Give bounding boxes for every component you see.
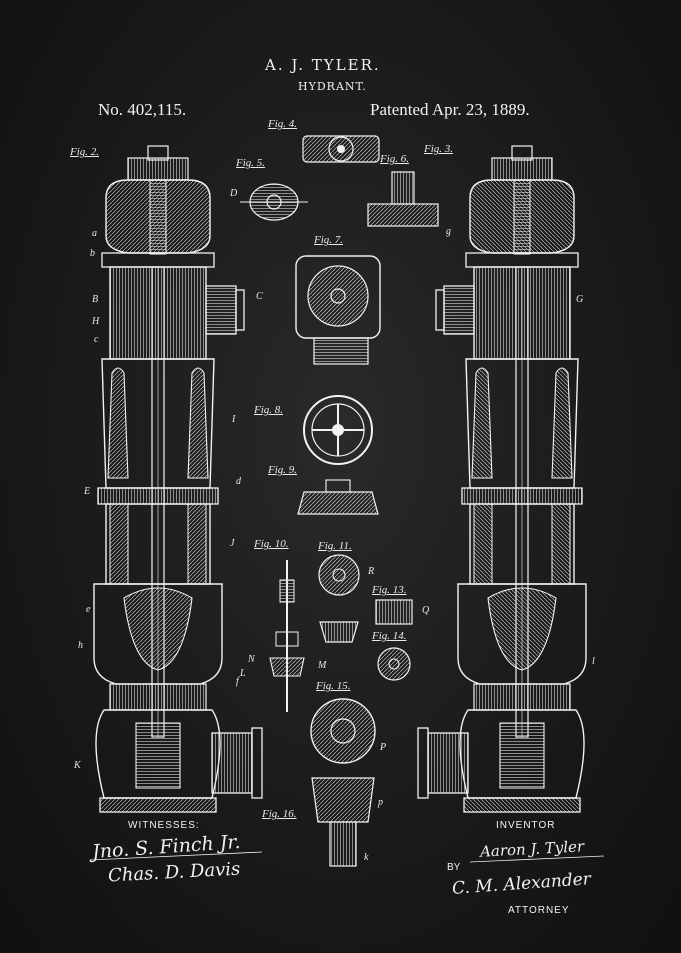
part-label-g: g (446, 226, 451, 237)
fig9-drawing (297, 479, 379, 515)
part-label-d: d (236, 476, 241, 487)
patent-date: Patented Apr. 23, 1889. (370, 100, 530, 119)
fig13-label: Fig. 13. (372, 584, 407, 596)
part-label-C: C (256, 291, 263, 302)
part-label-P: P (380, 742, 387, 753)
part-label-G: G (576, 294, 584, 305)
part-label-l: l (592, 656, 595, 667)
part-label-f: f (236, 676, 239, 687)
part-label-E: E (84, 486, 91, 497)
fig14-drawing (377, 647, 411, 681)
part-label-b: b (90, 248, 95, 259)
inventor-name: A. J. TYLER. (265, 56, 381, 74)
by-label: BY (447, 862, 461, 873)
part-label-k: k (364, 852, 369, 863)
fig7-label: Fig. 7. (314, 234, 344, 246)
fig3-label: Fig. 3. (424, 143, 454, 155)
fig5-drawing (240, 183, 308, 221)
fig4-cap-drawing (302, 135, 380, 163)
fig14-label: Fig. 14. (372, 630, 407, 642)
fig16-drawing (311, 777, 375, 867)
fig6-label: Fig. 6. (380, 153, 410, 165)
fig11-label: Fig. 11. (318, 540, 352, 552)
part-label-p: p (378, 797, 383, 808)
fig6-drawing (367, 171, 439, 227)
fig10-label: Fig. 10. (254, 538, 289, 550)
fig15-drawing (310, 698, 376, 764)
fig10-drawing (269, 560, 305, 712)
inventor-label: INVENTOR (496, 820, 556, 831)
part-label-K: K (74, 760, 81, 771)
patent-number: No. 402,115. (98, 100, 187, 119)
part-label-B: B (92, 294, 99, 305)
fig8-drawing (303, 395, 373, 465)
part-label-R: R (368, 566, 375, 577)
attorney-label: ATTORNEY (508, 905, 570, 916)
part-label-I: I (232, 414, 236, 425)
part-label-D: D (230, 188, 238, 199)
part-label-h: h (78, 640, 83, 651)
fig4-label: Fig. 4. (268, 118, 298, 130)
fig15-label: Fig. 15. (316, 680, 351, 692)
fig2-label: Fig. 2. (70, 146, 100, 158)
part-label-e: e (86, 604, 91, 615)
part-label-Q: Q (422, 605, 430, 616)
part-label-H: H (92, 316, 100, 327)
fig16-label: Fig. 16. (262, 808, 297, 820)
witnesses-label: WITNESSES: (128, 820, 200, 831)
invention-title: HYDRANT. (298, 80, 367, 93)
fig13-drawing (375, 599, 413, 625)
part-label-a: a (92, 228, 97, 239)
part-label-M: M (318, 660, 327, 671)
part-label-c: c (94, 334, 99, 345)
fig8-label: Fig. 8. (254, 404, 284, 416)
part-label-J: J (230, 538, 235, 549)
part-label-N: N (248, 654, 255, 665)
fig5-label: Fig. 5. (236, 157, 266, 169)
fig11-drawing (318, 554, 360, 643)
fig3-hydrant-drawing (417, 145, 587, 813)
fig7-drawing (295, 255, 381, 365)
part-label-L: L (240, 668, 246, 679)
fig9-label: Fig. 9. (268, 464, 298, 476)
